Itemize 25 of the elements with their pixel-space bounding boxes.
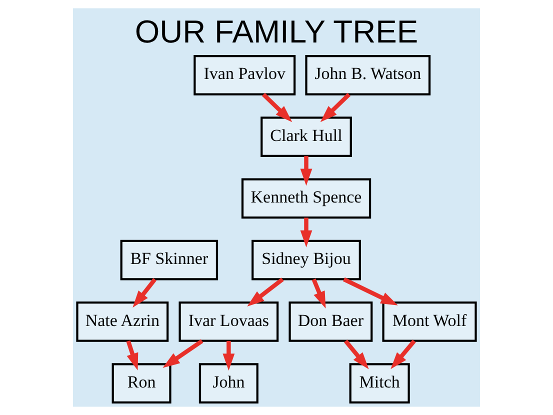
node-box: Ivan Pavlov xyxy=(194,55,296,96)
arrow xyxy=(320,92,351,122)
node-box: BF Skinner xyxy=(120,240,218,280)
arrow xyxy=(300,156,312,186)
arrow xyxy=(344,340,369,370)
node-box: Ivar Lovaas xyxy=(178,302,279,342)
node-box: Nate Azrin xyxy=(76,302,169,342)
arrow xyxy=(300,218,312,248)
node-box: Mont Wolf xyxy=(382,302,477,342)
node-box: Kenneth Spence xyxy=(241,178,372,219)
node-box: Mitch xyxy=(349,363,410,404)
diagram-title: OUR FAMILY TREE xyxy=(134,13,418,50)
node-box: John B. Watson xyxy=(305,55,431,96)
node-box: John xyxy=(198,363,258,404)
arrow xyxy=(312,278,326,309)
node-box: Sidney Bijou xyxy=(252,240,361,280)
node-box: Clark Hull xyxy=(260,116,352,158)
arrow xyxy=(126,340,138,370)
arrow xyxy=(222,340,235,371)
arrow xyxy=(342,277,398,306)
arrow xyxy=(132,278,157,308)
node-box: Don Baer xyxy=(288,302,373,342)
node-box: Ron xyxy=(112,363,172,404)
arrow xyxy=(262,92,292,122)
arrow xyxy=(390,340,416,370)
